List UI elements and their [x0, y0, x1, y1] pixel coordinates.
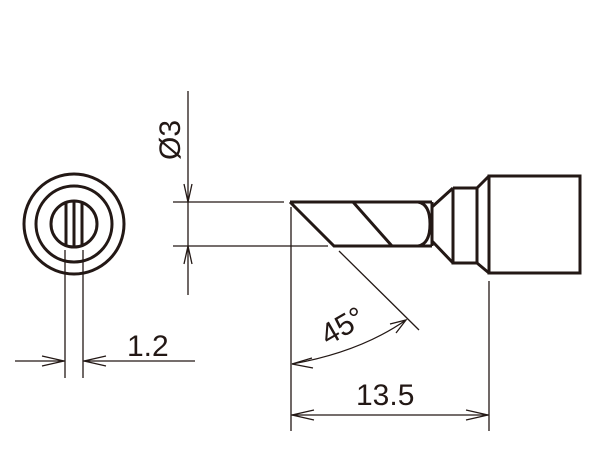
tip-bevel-and-bottom	[288, 200, 432, 248]
width-dimension: 1.2	[15, 250, 195, 378]
diameter-dimension: Ø3	[154, 91, 328, 295]
angle-dimension: 45°	[291, 250, 420, 369]
middle-circle	[34, 184, 114, 264]
diameter-label: Ø3	[154, 120, 187, 160]
arrow-right-icon	[41, 355, 65, 367]
collar-chamfer-top	[475, 174, 491, 190]
bevel-extension-line	[338, 250, 420, 331]
side-view	[288, 174, 582, 275]
arrow-up-right-icon	[389, 318, 408, 334]
length-label: 13.5	[356, 379, 414, 412]
width-label: 1.2	[127, 330, 169, 363]
bevel-face-line	[351, 201, 394, 247]
arrow-left-icon	[83, 355, 107, 367]
arrow-right-icon	[465, 409, 489, 421]
taper-top	[430, 186, 455, 209]
angle-arc	[291, 319, 407, 365]
tip-rounded-end	[417, 200, 432, 248]
arrow-left-icon	[291, 357, 314, 369]
tip-body	[487, 174, 582, 275]
collar	[451, 186, 479, 265]
arrow-left-icon	[291, 409, 315, 421]
length-dimension: 13.5	[290, 207, 490, 431]
outer-circle	[22, 172, 126, 276]
taper-bottom	[430, 239, 455, 265]
end-view	[22, 172, 126, 276]
collar-chamfer-bottom	[476, 261, 490, 275]
